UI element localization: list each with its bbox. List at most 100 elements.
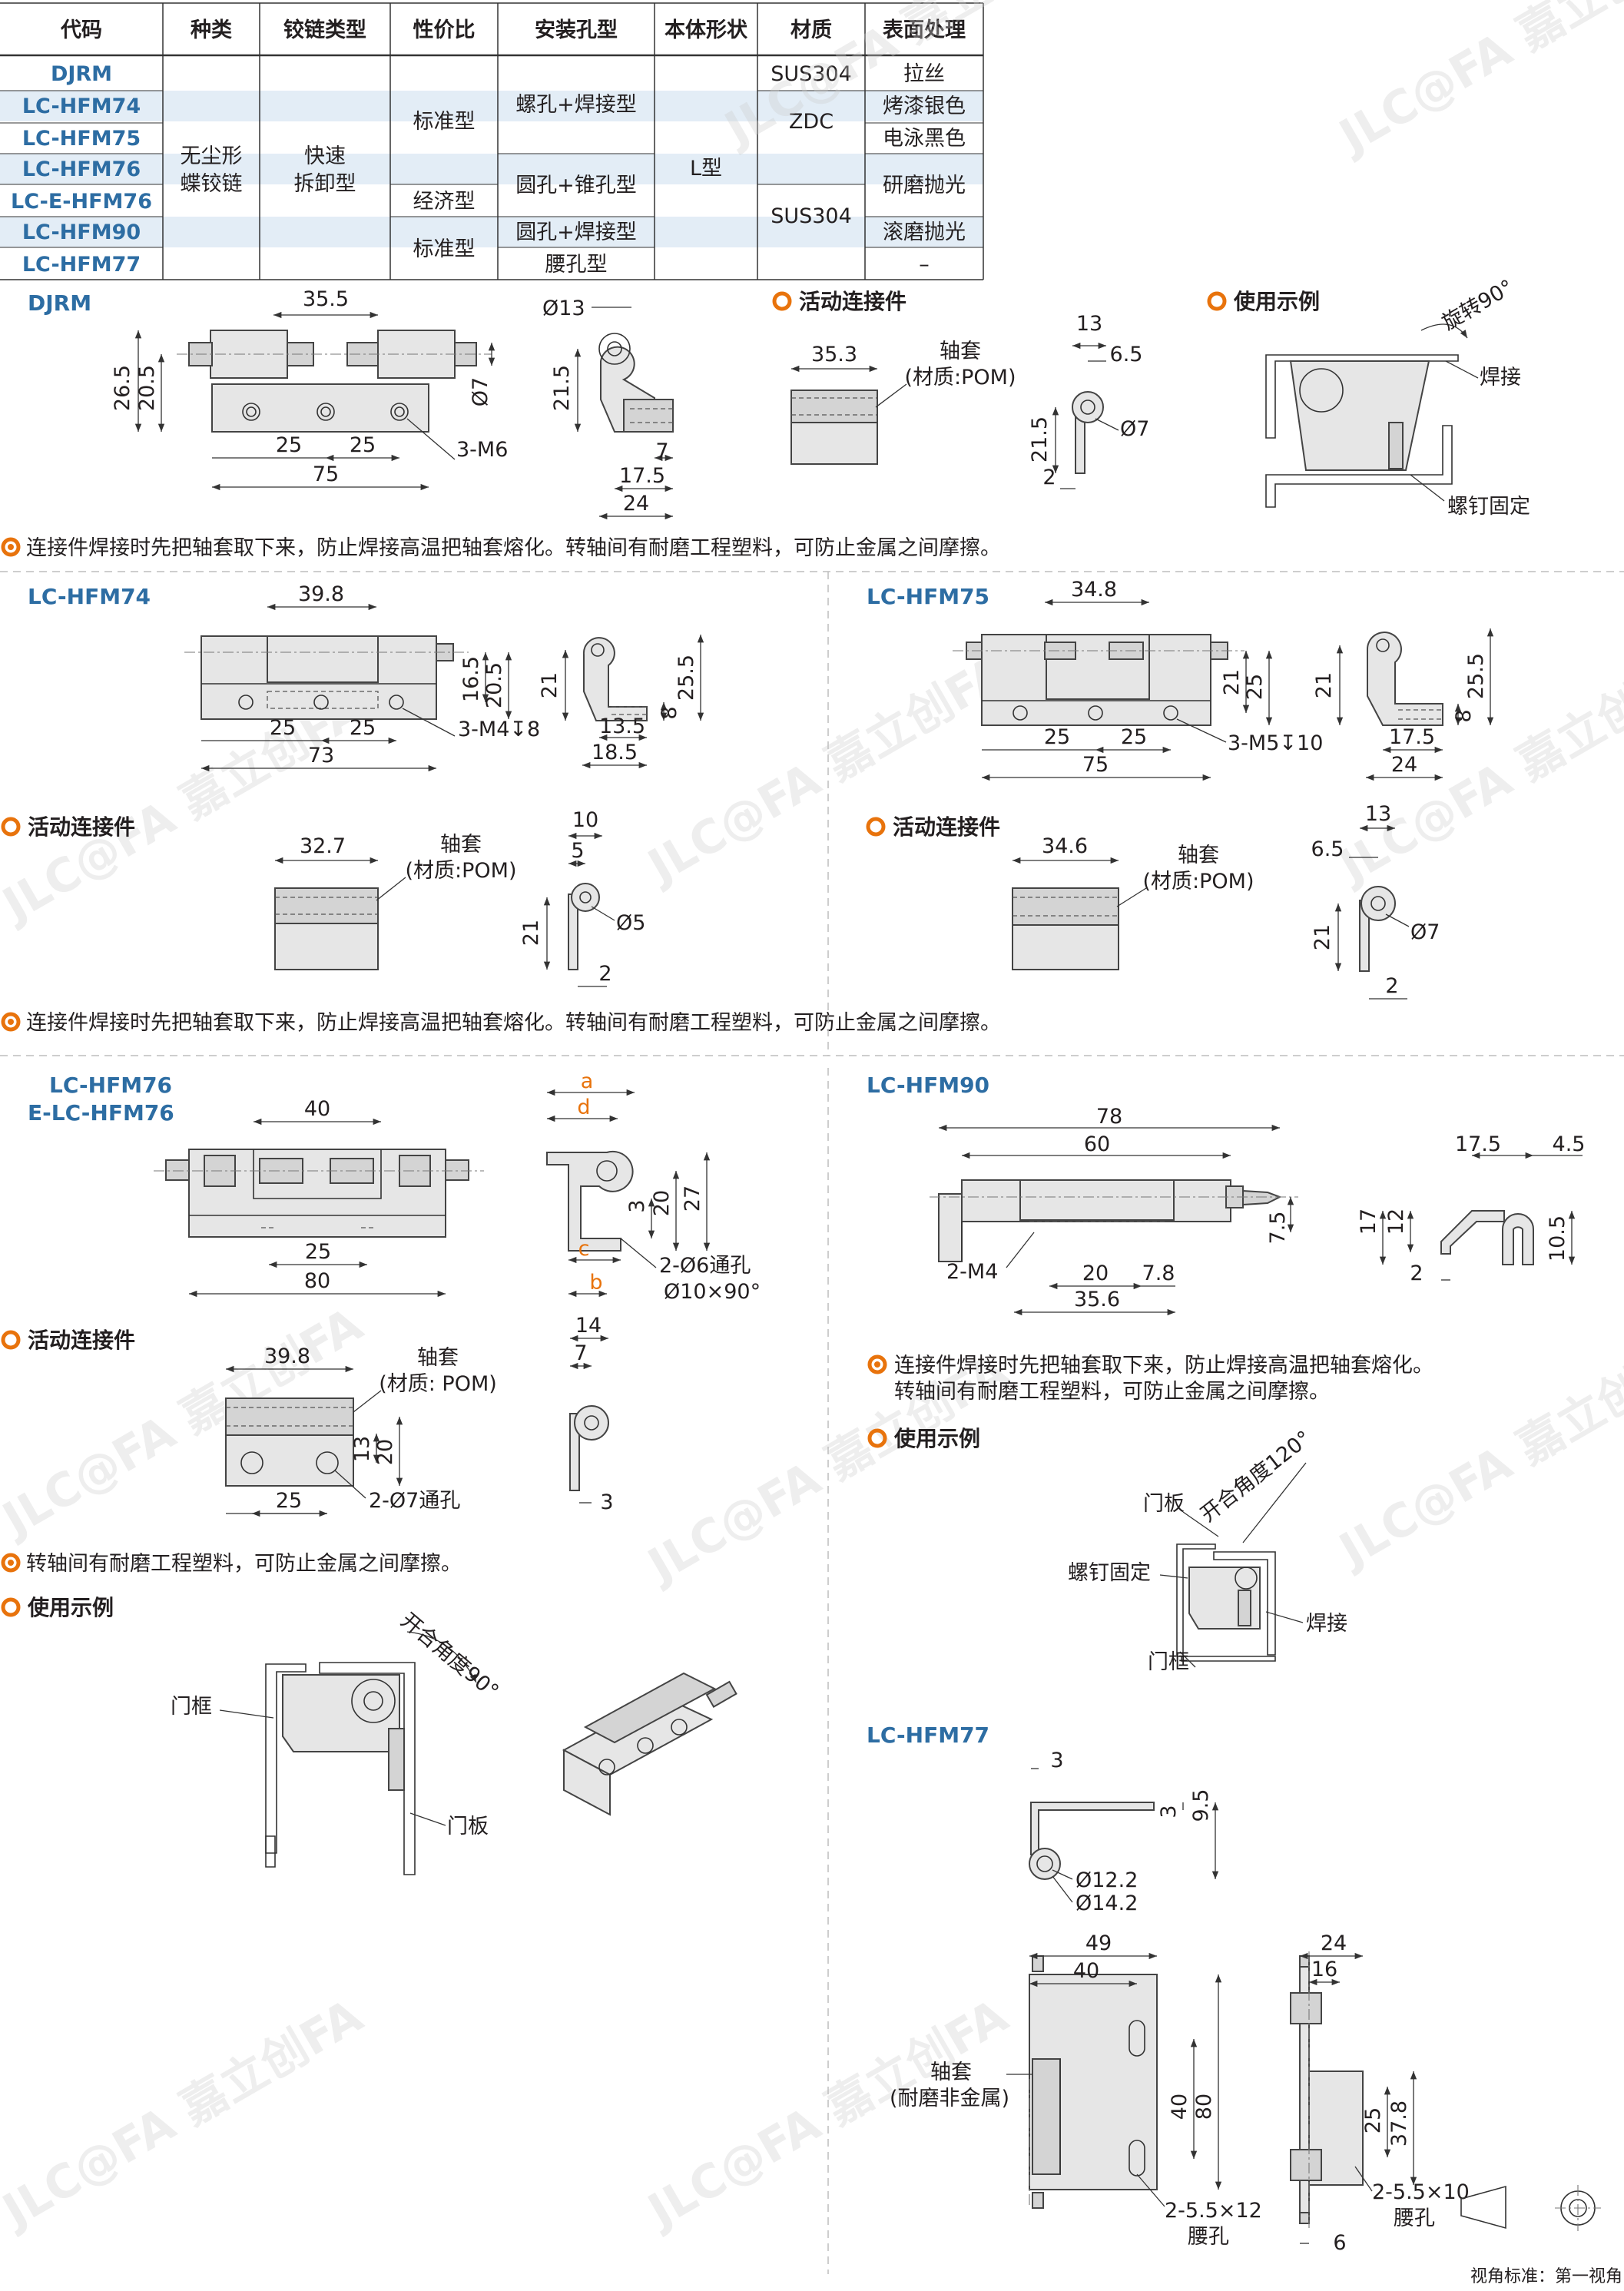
label-pom: (材质:POM) xyxy=(1143,870,1254,894)
dim-hfm90-60: 60 xyxy=(1084,1132,1110,1156)
section-title-e-hfm76: E-LC-HFM76 xyxy=(28,1100,174,1126)
spec-table: 代码 种类 铰链类型 性价比 安装孔型 本体形状 材质 表面处理 DJRM LC… xyxy=(0,2,984,280)
note-hfm76: 转轴间有耐磨工程塑料，可防止金属之间摩擦。 xyxy=(1,1552,462,1576)
dim-hfm76-mov-20: 20 xyxy=(373,1439,397,1465)
hinge-3d-illustration xyxy=(562,1672,737,1816)
table-hole-4: 腰孔型 xyxy=(545,253,608,277)
dim-hfm76-b: b xyxy=(589,1271,602,1295)
dim-hfm75-21: 21 xyxy=(1220,669,1244,695)
bullet-icon xyxy=(867,1354,887,1374)
dim-hfm90-78: 78 xyxy=(1096,1105,1122,1129)
table-code-5: LC-HFM90 xyxy=(22,220,141,244)
table-finish-0: 拉丝 xyxy=(903,62,945,86)
dim-hfm77-49: 49 xyxy=(1085,1931,1112,1955)
table-hinge-type-1: 快速 xyxy=(304,144,346,168)
dim-hfm75-mov-34-6: 34.6 xyxy=(1042,834,1088,858)
table-finish-4: 滚磨抛光 xyxy=(883,220,966,244)
subhead-moving-hfm75: 活动连接件 xyxy=(893,814,1000,840)
dim-hfm74-mov-2: 2 xyxy=(598,962,611,986)
dim-hfm74-18-5: 18.5 xyxy=(592,741,638,764)
dim-hfm74-16-5: 16.5 xyxy=(459,656,483,702)
label-sleeve: 轴套 xyxy=(1178,844,1219,867)
dim-hfm77-d14-2: Ø14.2 xyxy=(1075,1891,1138,1915)
dim-hfm75-75: 75 xyxy=(1082,753,1109,777)
dim-djrm-mov-d7: Ø7 xyxy=(1120,417,1149,441)
dim-hfm76-mov-13: 13 xyxy=(350,1436,374,1462)
label-door-panel-90: 门板 xyxy=(1143,1492,1185,1516)
dim-hfm74-20-5: 20.5 xyxy=(482,662,506,708)
dim-hfm77-9-5: 9.5 xyxy=(1189,1789,1213,1822)
table-header-code: 代码 xyxy=(60,18,102,42)
dim-hfm75-mov-2: 2 xyxy=(1385,974,1398,998)
bullet-icon xyxy=(1207,291,1227,311)
label-sleeve: 轴套 xyxy=(940,340,981,363)
note-weld-hfm90-line1: 连接件焊接时先把轴套取下来，防止焊接高温把轴套熔化。 xyxy=(894,1354,1433,1378)
subhead-moving-hfm74: 活动连接件 xyxy=(28,814,135,840)
section-title-djrm: DJRM xyxy=(28,290,91,316)
dim-djrm-26-5: 26.5 xyxy=(111,365,134,411)
dim-hfm75-25: 25 xyxy=(1243,674,1267,700)
label-door-frame: 门框 xyxy=(171,1695,212,1719)
bullet-icon xyxy=(866,817,886,837)
table-code-6: LC-HFM77 xyxy=(22,253,141,277)
section-hfm75: LC-HFM75 34.8 21 25 25 25 75 3-M5↧10 21 xyxy=(867,578,1494,781)
dim-hfm74-mov-32-7: 32.7 xyxy=(300,834,346,858)
table-hinge-type-2: 拆卸型 xyxy=(294,172,356,196)
dim-djrm-mov-35-3: 35.3 xyxy=(811,343,857,366)
hfm76-usage-example: 使用示例 开合角度90° 门框 门板 xyxy=(1,1595,737,1875)
label-screw-fix-90: 螺钉固定 xyxy=(1068,1561,1151,1585)
label-door-panel: 门板 xyxy=(447,1815,489,1838)
dim-hfm90-35-6: 35.6 xyxy=(1074,1288,1120,1311)
label-open120: 开合角度120° xyxy=(1196,1427,1315,1527)
table-header-material: 材质 xyxy=(790,18,832,42)
dim-djrm-25a: 25 xyxy=(276,433,302,457)
section-hfm74: LC-HFM74 39.8 16.5 20.5 25 25 73 3-M4↧8 … xyxy=(28,582,704,772)
dim-hfm75-17-5: 17.5 xyxy=(1389,725,1435,749)
dim-hfm90-12: 12 xyxy=(1384,1208,1408,1235)
table-hole-1: 螺孔+焊接型 xyxy=(515,93,637,117)
bullet-icon xyxy=(867,1428,887,1448)
subhead-moving-hfm76: 活动连接件 xyxy=(28,1328,135,1353)
dim-djrm-7: 7 xyxy=(655,439,668,463)
section-title-hfm75: LC-HFM75 xyxy=(867,584,989,609)
dim-hfm76-80: 80 xyxy=(304,1269,330,1293)
section-title-hfm77: LC-HFM77 xyxy=(867,1722,989,1748)
dim-hfm77-37-8: 37.8 xyxy=(1387,2100,1411,2147)
djrm-usage-example: 使用示例 旋转90° 焊接 螺钉固定 xyxy=(1207,275,1530,519)
dim-hfm74-25a: 25 xyxy=(270,716,296,740)
dim-hfm77-6: 6 xyxy=(1333,2231,1346,2255)
dim-hfm90-17: 17 xyxy=(1357,1208,1380,1235)
note-weld-hfm74: 连接件焊接时先把轴套取下来，防止焊接高温把轴套熔化。转轴间有耐磨工程塑料，可防止… xyxy=(26,1011,1001,1035)
bullet-icon xyxy=(1,1012,21,1032)
dim-hfm77-24: 24 xyxy=(1321,1931,1347,1955)
dim-djrm-75: 75 xyxy=(313,463,339,486)
table-header-finish: 表面处理 xyxy=(883,18,966,42)
hfm75-moving-connector: 活动连接件 34.6 轴套 (材质:POM) 13 6.5 21 Ø7 2 xyxy=(866,802,1440,1000)
note-weld-djrm: 连接件焊接时先把轴套取下来，防止焊接高温把轴套熔化。转轴间有耐磨工程塑料，可防止… xyxy=(26,536,1001,560)
table-code-1: LC-HFM74 xyxy=(22,94,141,118)
dim-djrm-20-5: 20.5 xyxy=(135,365,159,411)
section-title-hfm90: LC-HFM90 xyxy=(867,1073,989,1098)
table-code-0: DJRM xyxy=(51,62,112,86)
subhead-example-hfm76: 使用示例 xyxy=(27,1595,114,1620)
label-screw-fix: 螺钉固定 xyxy=(1447,495,1530,519)
watermark: JLC@FA 嘉立创FA xyxy=(637,1989,1017,2240)
dim-hfm77-slot-10: 2-5.5×10 xyxy=(1372,2180,1470,2204)
table-finish-3: 研磨抛光 xyxy=(883,174,966,197)
watermark: JLC@FA 嘉立创FA xyxy=(1328,0,1624,165)
dim-hfm76-holes: 2-Ø6通孔 xyxy=(659,1254,751,1278)
dim-hfm76-25: 25 xyxy=(305,1240,331,1264)
section-hfm77: LC-HFM77 3 3 9.5 Ø12.2 Ø14.2 49 40 40 80… xyxy=(867,1722,1470,2255)
dim-djrm-21-5: 21.5 xyxy=(550,365,574,411)
dim-hfm75-25-5: 25.5 xyxy=(1464,653,1488,699)
hfm90-usage-example: 使用示例 开合角度120° 门板 螺钉固定 焊接 门框 xyxy=(867,1426,1347,1674)
dim-hfm90-7-5: 7.5 xyxy=(1266,1212,1290,1245)
bullet-icon xyxy=(1,1553,21,1573)
table-kind-2: 蝶铰链 xyxy=(181,172,243,196)
table-material-2: ZDC xyxy=(789,110,834,134)
dim-hfm75-3-m5: 3-M5↧10 xyxy=(1228,731,1323,755)
watermark: JLC@FA 嘉立创FA xyxy=(0,1989,372,2240)
dim-hfm90-10-5: 10.5 xyxy=(1546,1215,1569,1262)
label-pom: (材质:POM) xyxy=(406,859,517,883)
